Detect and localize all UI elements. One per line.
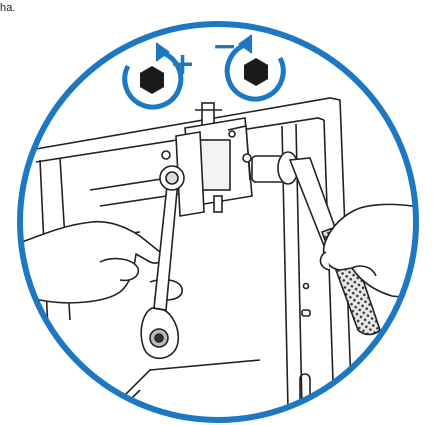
tighten-symbol: + xyxy=(170,50,195,80)
loosen-symbol: − xyxy=(212,32,237,62)
